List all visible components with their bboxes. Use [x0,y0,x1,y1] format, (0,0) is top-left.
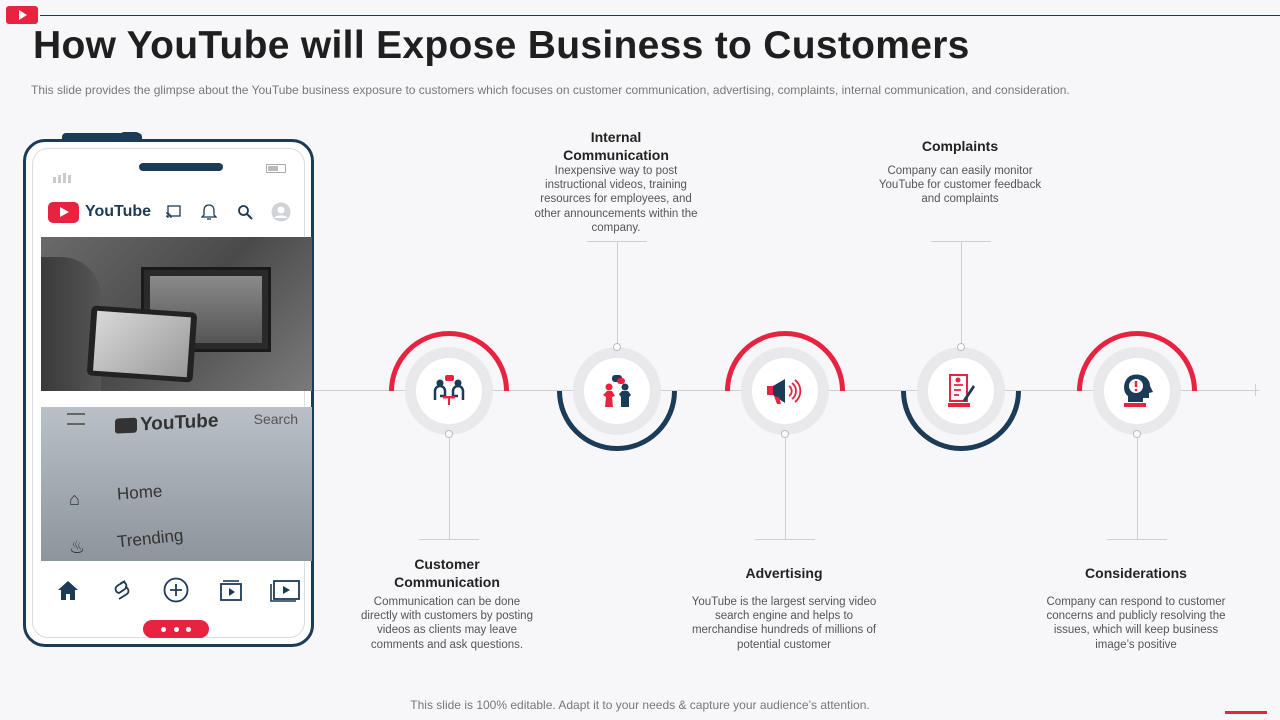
phone-mockup: YouTube YouTub [23,139,314,647]
step-node-complaints [901,331,1021,451]
bell-icon[interactable] [198,201,220,223]
step-label-customer-communication: Customer Communication Communication can… [352,555,542,652]
tablet-illustration [86,305,198,383]
footer-note: This slide is 100% editable. Adapt it to… [410,698,870,712]
battery-icon [266,164,286,173]
photo-youtube-logo: YouTube [115,410,218,437]
youtube-logo-icon [6,6,38,24]
phone-speaker [139,163,223,171]
subscriptions-icon[interactable] [214,578,248,608]
photo-home-text: Home [116,481,163,504]
step-label-internal-communication: Internal Communication Inexpensive way t… [521,128,711,235]
step-description: Company can easily monitor YouTube for c… [878,165,1042,206]
top-divider [40,15,1280,16]
step-title: Considerations [1085,565,1187,581]
search-icon[interactable] [234,201,256,223]
home-icon: ⌂ [69,489,80,509]
idea-head-icon [1104,358,1170,424]
add-icon[interactable] [159,577,193,609]
youtube-play-icon [48,202,79,223]
step-title: Customer Communication [394,556,500,590]
megaphone-icon [752,358,818,424]
slide-title: How YouTube will Expose Business to Cust… [33,24,970,67]
video-thumbnail-photo[interactable] [41,237,312,391]
youtube-screen-photo[interactable]: YouTube Search ⌂ Home ♨ Trending [41,407,312,561]
step-label-considerations: Considerations Company can respond to cu… [1041,564,1231,652]
flame-icon: ♨ [69,537,86,557]
signal-icon [53,165,79,183]
phone-screen: YouTube YouTub [32,148,312,638]
discussion-icon [584,358,650,424]
shorts-icon[interactable] [105,578,139,608]
slide-subtitle: This slide provides the glimpse about th… [31,83,1070,97]
home-icon[interactable] [51,579,85,607]
step-title: Complaints [921,138,999,154]
photo-trending-text: Trending [116,525,185,552]
step-label-complaints: Complaints Company can easily monitor Yo… [865,137,1055,207]
step-title: Internal Communication [563,129,669,163]
phone-home-button[interactable] [143,620,209,638]
meeting-icon [416,358,482,424]
step-node-customer-communication [389,331,509,451]
youtube-app-bar: YouTube [45,199,292,229]
app-name: YouTube [85,203,152,220]
step-label-advertising: Advertising YouTube is the largest servi… [689,564,879,652]
step-description: Inexpensive way to post instructional vi… [534,165,698,234]
avatar-icon[interactable] [270,201,292,223]
complaint-form-icon [928,358,994,424]
timeline-end-tick [1255,384,1256,396]
menu-icon [67,413,85,425]
phone-side-button [120,132,140,140]
cast-icon[interactable] [162,201,184,223]
step-title: Advertising [745,565,823,581]
library-icon[interactable] [268,578,302,608]
phone-side-button [62,133,142,141]
bottom-nav [41,576,312,610]
step-node-internal-communication [557,331,677,451]
step-node-advertising [725,331,845,451]
step-description: YouTube is the largest serving video sea… [691,596,877,651]
footer-accent-bar [1225,711,1267,714]
step-description: Company can respond to customer concerns… [1046,596,1226,651]
step-description: Communication can be done directly with … [361,596,533,651]
step-node-considerations [1077,331,1197,451]
photo-search-text: Search [253,411,298,427]
